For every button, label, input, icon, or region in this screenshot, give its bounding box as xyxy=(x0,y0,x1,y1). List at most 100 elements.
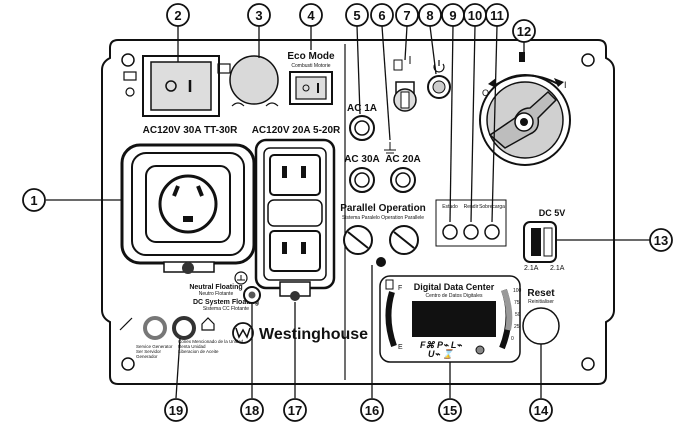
callout-11: 11 xyxy=(485,3,509,27)
ac-1a-socket[interactable] xyxy=(349,115,375,141)
fuel-valve-knob[interactable] xyxy=(393,81,417,112)
parallel-port-left[interactable] xyxy=(343,225,373,255)
display-row-2: U⌁ ⌛ xyxy=(428,348,454,359)
choke-knob[interactable] xyxy=(479,74,571,166)
load-scale-0: 0 xyxy=(511,336,514,342)
callout-1: 1 xyxy=(22,188,46,212)
ac120-30a-label: AC120V 30A TT-30R xyxy=(143,125,238,136)
stop-button[interactable] xyxy=(427,75,451,99)
svg-text:10: 10 xyxy=(468,8,482,23)
service-right-text: Conex Mencionado de la Unidad Renta Unid… xyxy=(178,339,245,354)
indicator-light-1 xyxy=(442,224,458,240)
callout-13: 13 xyxy=(649,228,673,252)
indicator-light-3 xyxy=(484,224,500,240)
westinghouse-logo-icon xyxy=(232,322,254,344)
outlet-20a-duplex[interactable] xyxy=(254,138,336,301)
ground-terminal[interactable] xyxy=(243,286,261,304)
callout-10: 10 xyxy=(463,3,487,27)
parallel-operation-label: Parallel Operation xyxy=(340,203,426,214)
start-button[interactable] xyxy=(229,55,279,105)
svg-text:17: 17 xyxy=(288,403,302,418)
callout-14: 14 xyxy=(529,398,553,422)
neutral-floating-sublabel: Neutro Flotante xyxy=(199,291,234,297)
indicator-light-2 xyxy=(463,224,479,240)
outlet-30a[interactable] xyxy=(120,143,256,274)
eco-mode-switch[interactable] xyxy=(289,71,333,105)
callout-12: 12 xyxy=(512,19,536,43)
svg-text:3: 3 xyxy=(255,8,262,23)
ac-30a-label: AC 30A xyxy=(344,154,380,165)
callout-5: 5 xyxy=(345,3,369,27)
eco-mode-label: Eco Mode xyxy=(287,51,335,62)
lcd-screen xyxy=(412,301,496,337)
callout-19: 19 xyxy=(164,398,188,422)
svg-text:15: 15 xyxy=(443,403,457,418)
dc-5v-label: DC 5V xyxy=(539,208,566,218)
svg-text:4: 4 xyxy=(307,8,315,23)
digital-data-center-label: Digital Data Center xyxy=(414,282,495,292)
ac120-20a-label: AC120V 20A 5-20R xyxy=(252,125,341,136)
ground-symbol-icon xyxy=(384,142,396,154)
callout-8: 8 xyxy=(418,3,442,27)
breaker-20a[interactable] xyxy=(390,167,416,193)
svg-text:7: 7 xyxy=(403,8,410,23)
callout-3: 3 xyxy=(247,3,271,27)
parallel-port-right[interactable] xyxy=(389,225,419,255)
display-row-1: F⌘ P⌁ L⌁ xyxy=(420,340,462,350)
callout-15: 15 xyxy=(438,398,462,422)
callout-2: 2 xyxy=(166,3,190,27)
svg-text:18: 18 xyxy=(245,403,259,418)
svg-text:O: O xyxy=(482,88,489,98)
reset-button[interactable] xyxy=(522,307,560,345)
reset-label: Reset xyxy=(527,288,555,299)
svg-text:14: 14 xyxy=(534,403,549,418)
breaker-30a[interactable] xyxy=(349,167,375,193)
svg-text:8: 8 xyxy=(426,8,433,23)
start-icons xyxy=(217,63,279,107)
parallel-symbol-icon xyxy=(376,257,386,267)
load-scale-25: 25 xyxy=(514,324,520,330)
callout-6: 6 xyxy=(370,3,394,27)
svg-text:I: I xyxy=(564,80,567,90)
service-left-text: Service Generator Ser Servidor Generador xyxy=(136,344,174,359)
neutral-floating-label: Neutral Floating xyxy=(189,284,242,291)
callout-4: 4 xyxy=(299,3,323,27)
svg-text:16: 16 xyxy=(365,403,379,418)
battery-icon xyxy=(123,71,137,97)
choke-arc-icon: I O xyxy=(482,52,567,98)
panel-outline xyxy=(101,39,615,385)
usb-ports[interactable] xyxy=(523,221,557,263)
svg-text:5: 5 xyxy=(353,8,360,23)
fuel-full-label: F xyxy=(398,285,402,292)
usb-current-2: 2.1A xyxy=(550,265,565,272)
callout-7: 7 xyxy=(395,3,419,27)
mounting-screws xyxy=(121,53,595,371)
fuel-pump-icon xyxy=(393,56,411,71)
svg-text:19: 19 xyxy=(169,403,183,418)
load-scale-75: 75 xyxy=(514,300,520,306)
digital-data-center-display: Digital Data Center Centro de Datos Digi… xyxy=(379,275,522,363)
svg-text:13: 13 xyxy=(654,233,668,248)
callout-18: 18 xyxy=(240,398,264,422)
service-indicators xyxy=(119,316,215,340)
svg-text:12: 12 xyxy=(517,24,531,39)
callout-lines xyxy=(46,25,650,399)
reset-sublabel: Reinitialiser xyxy=(528,299,554,305)
load-scale-100: 100 xyxy=(513,288,522,294)
dc-system-floating-sublabel: Sistema CC Flotante xyxy=(203,306,249,312)
usb-current-1: 2.1A xyxy=(524,265,539,272)
callout-9: 9 xyxy=(441,3,465,27)
eco-mode-sublabel: Combusti Motorie xyxy=(291,63,330,69)
callout-markers: 1 2 3 4 5 6 7 8 9 10 11 12 13 14 15 16 1… xyxy=(22,3,673,422)
callout-17: 17 xyxy=(283,398,307,422)
display-mode-button[interactable] xyxy=(475,345,485,355)
brand-name: Westinghouse xyxy=(259,326,368,343)
fuel-pump-gauge-icon xyxy=(385,279,394,290)
load-scale-50: 50 xyxy=(515,312,521,318)
ac-1a-label: AC 1A xyxy=(347,103,377,114)
digital-data-center-sublabel: Centro de Datos Digitales xyxy=(426,293,483,299)
callout-16: 16 xyxy=(360,398,384,422)
parallel-operation-sublabel: Sistema Paralelo Operation Parallele xyxy=(342,215,424,221)
main-switch[interactable] xyxy=(142,55,220,117)
